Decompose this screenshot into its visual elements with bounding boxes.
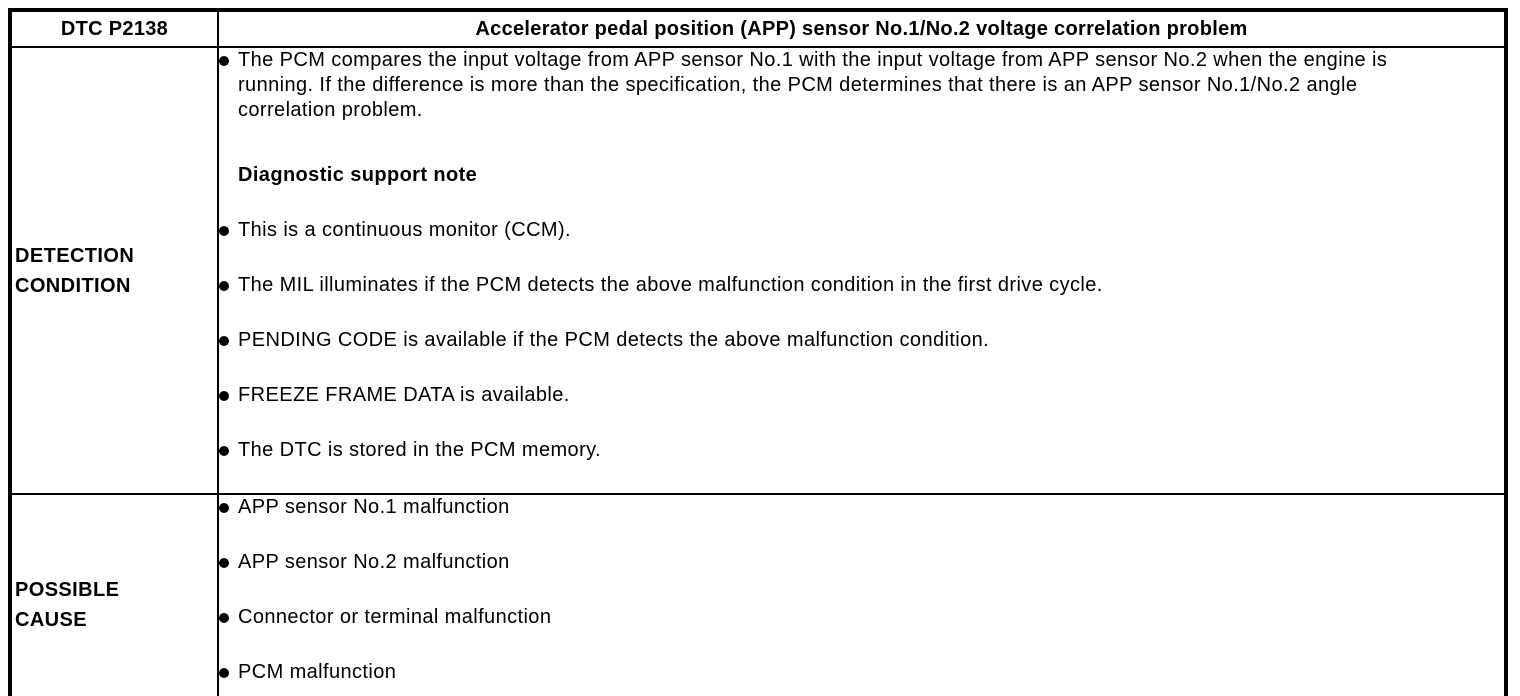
dtc-code: DTC P2138 <box>60 17 169 40</box>
dtc-code-cell: DTC P2138 <box>9 9 219 48</box>
list-item-text: APP sensor No.1 malfunction <box>238 496 510 518</box>
bullet-icon <box>220 446 229 456</box>
bullet-icon <box>220 613 229 623</box>
list-item-text: The PCM compares the input voltage from … <box>238 49 1388 121</box>
list-item-text: Connector or terminal malfunction <box>238 606 552 628</box>
list-item-text: PCM malfunction <box>238 661 397 683</box>
bullet-icon <box>220 558 229 568</box>
dtc-title: Accelerator pedal position (APP) sensor … <box>475 17 1248 40</box>
bullet-icon <box>220 56 229 66</box>
detection-condition-content-cell: The PCM compares the input voltage from … <box>217 46 1507 495</box>
list-item: The MIL illuminates if the PCM detects t… <box>220 273 1504 298</box>
diagnostic-support-note-heading: Diagnostic support note <box>238 164 478 186</box>
possible-cause-row: POSSIBLE CAUSE APP sensor No.1 malfuncti… <box>9 493 1507 696</box>
list-item-text: This is a continuous monitor (CCM). <box>238 219 571 241</box>
list-item-text: PENDING CODE is available if the PCM det… <box>238 329 990 351</box>
list-item-text: FREEZE FRAME DATA is available. <box>238 384 570 406</box>
dtc-title-cell: Accelerator pedal position (APP) sensor … <box>217 9 1507 48</box>
list-item: FREEZE FRAME DATA is available. <box>220 383 1504 408</box>
list-item: The PCM compares the input voltage from … <box>220 49 1504 123</box>
bullet-icon <box>220 281 229 291</box>
bullet-icon <box>220 226 229 236</box>
list-item: Connector or terminal malfunction <box>220 605 1504 630</box>
possible-cause-label: POSSIBLE CAUSE <box>15 579 120 631</box>
possible-cause-label-cell: POSSIBLE CAUSE <box>9 493 219 696</box>
list-item-text: The MIL illuminates if the PCM detects t… <box>238 274 1103 296</box>
list-item: PENDING CODE is available if the PCM det… <box>220 328 1504 353</box>
list-item-text: The DTC is stored in the PCM memory. <box>238 439 602 461</box>
detection-condition-label-cell: DETECTION CONDITION <box>9 46 219 495</box>
bullet-icon <box>220 336 229 346</box>
dtc-table: DTC P2138 Accelerator pedal position (AP… <box>8 8 1508 696</box>
bullet-icon <box>220 391 229 401</box>
possible-cause-content-cell: APP sensor No.1 malfunction APP sensor N… <box>217 493 1507 696</box>
dtc-header-row: DTC P2138 Accelerator pedal position (AP… <box>9 9 1507 48</box>
list-item: APP sensor No.1 malfunction <box>220 496 1504 520</box>
list-item: This is a continuous monitor (CCM). <box>220 218 1504 243</box>
list-item-text: APP sensor No.2 malfunction <box>238 551 510 573</box>
bullet-icon <box>220 503 229 513</box>
bullet-icon <box>220 668 229 678</box>
detection-condition-row: DETECTION CONDITION The PCM compares the… <box>9 46 1507 495</box>
list-item: PCM malfunction <box>220 660 1504 685</box>
detection-condition-label: DETECTION CONDITION <box>15 244 135 297</box>
list-item: APP sensor No.2 malfunction <box>220 550 1504 575</box>
list-item: The DTC is stored in the PCM memory. <box>220 438 1504 463</box>
